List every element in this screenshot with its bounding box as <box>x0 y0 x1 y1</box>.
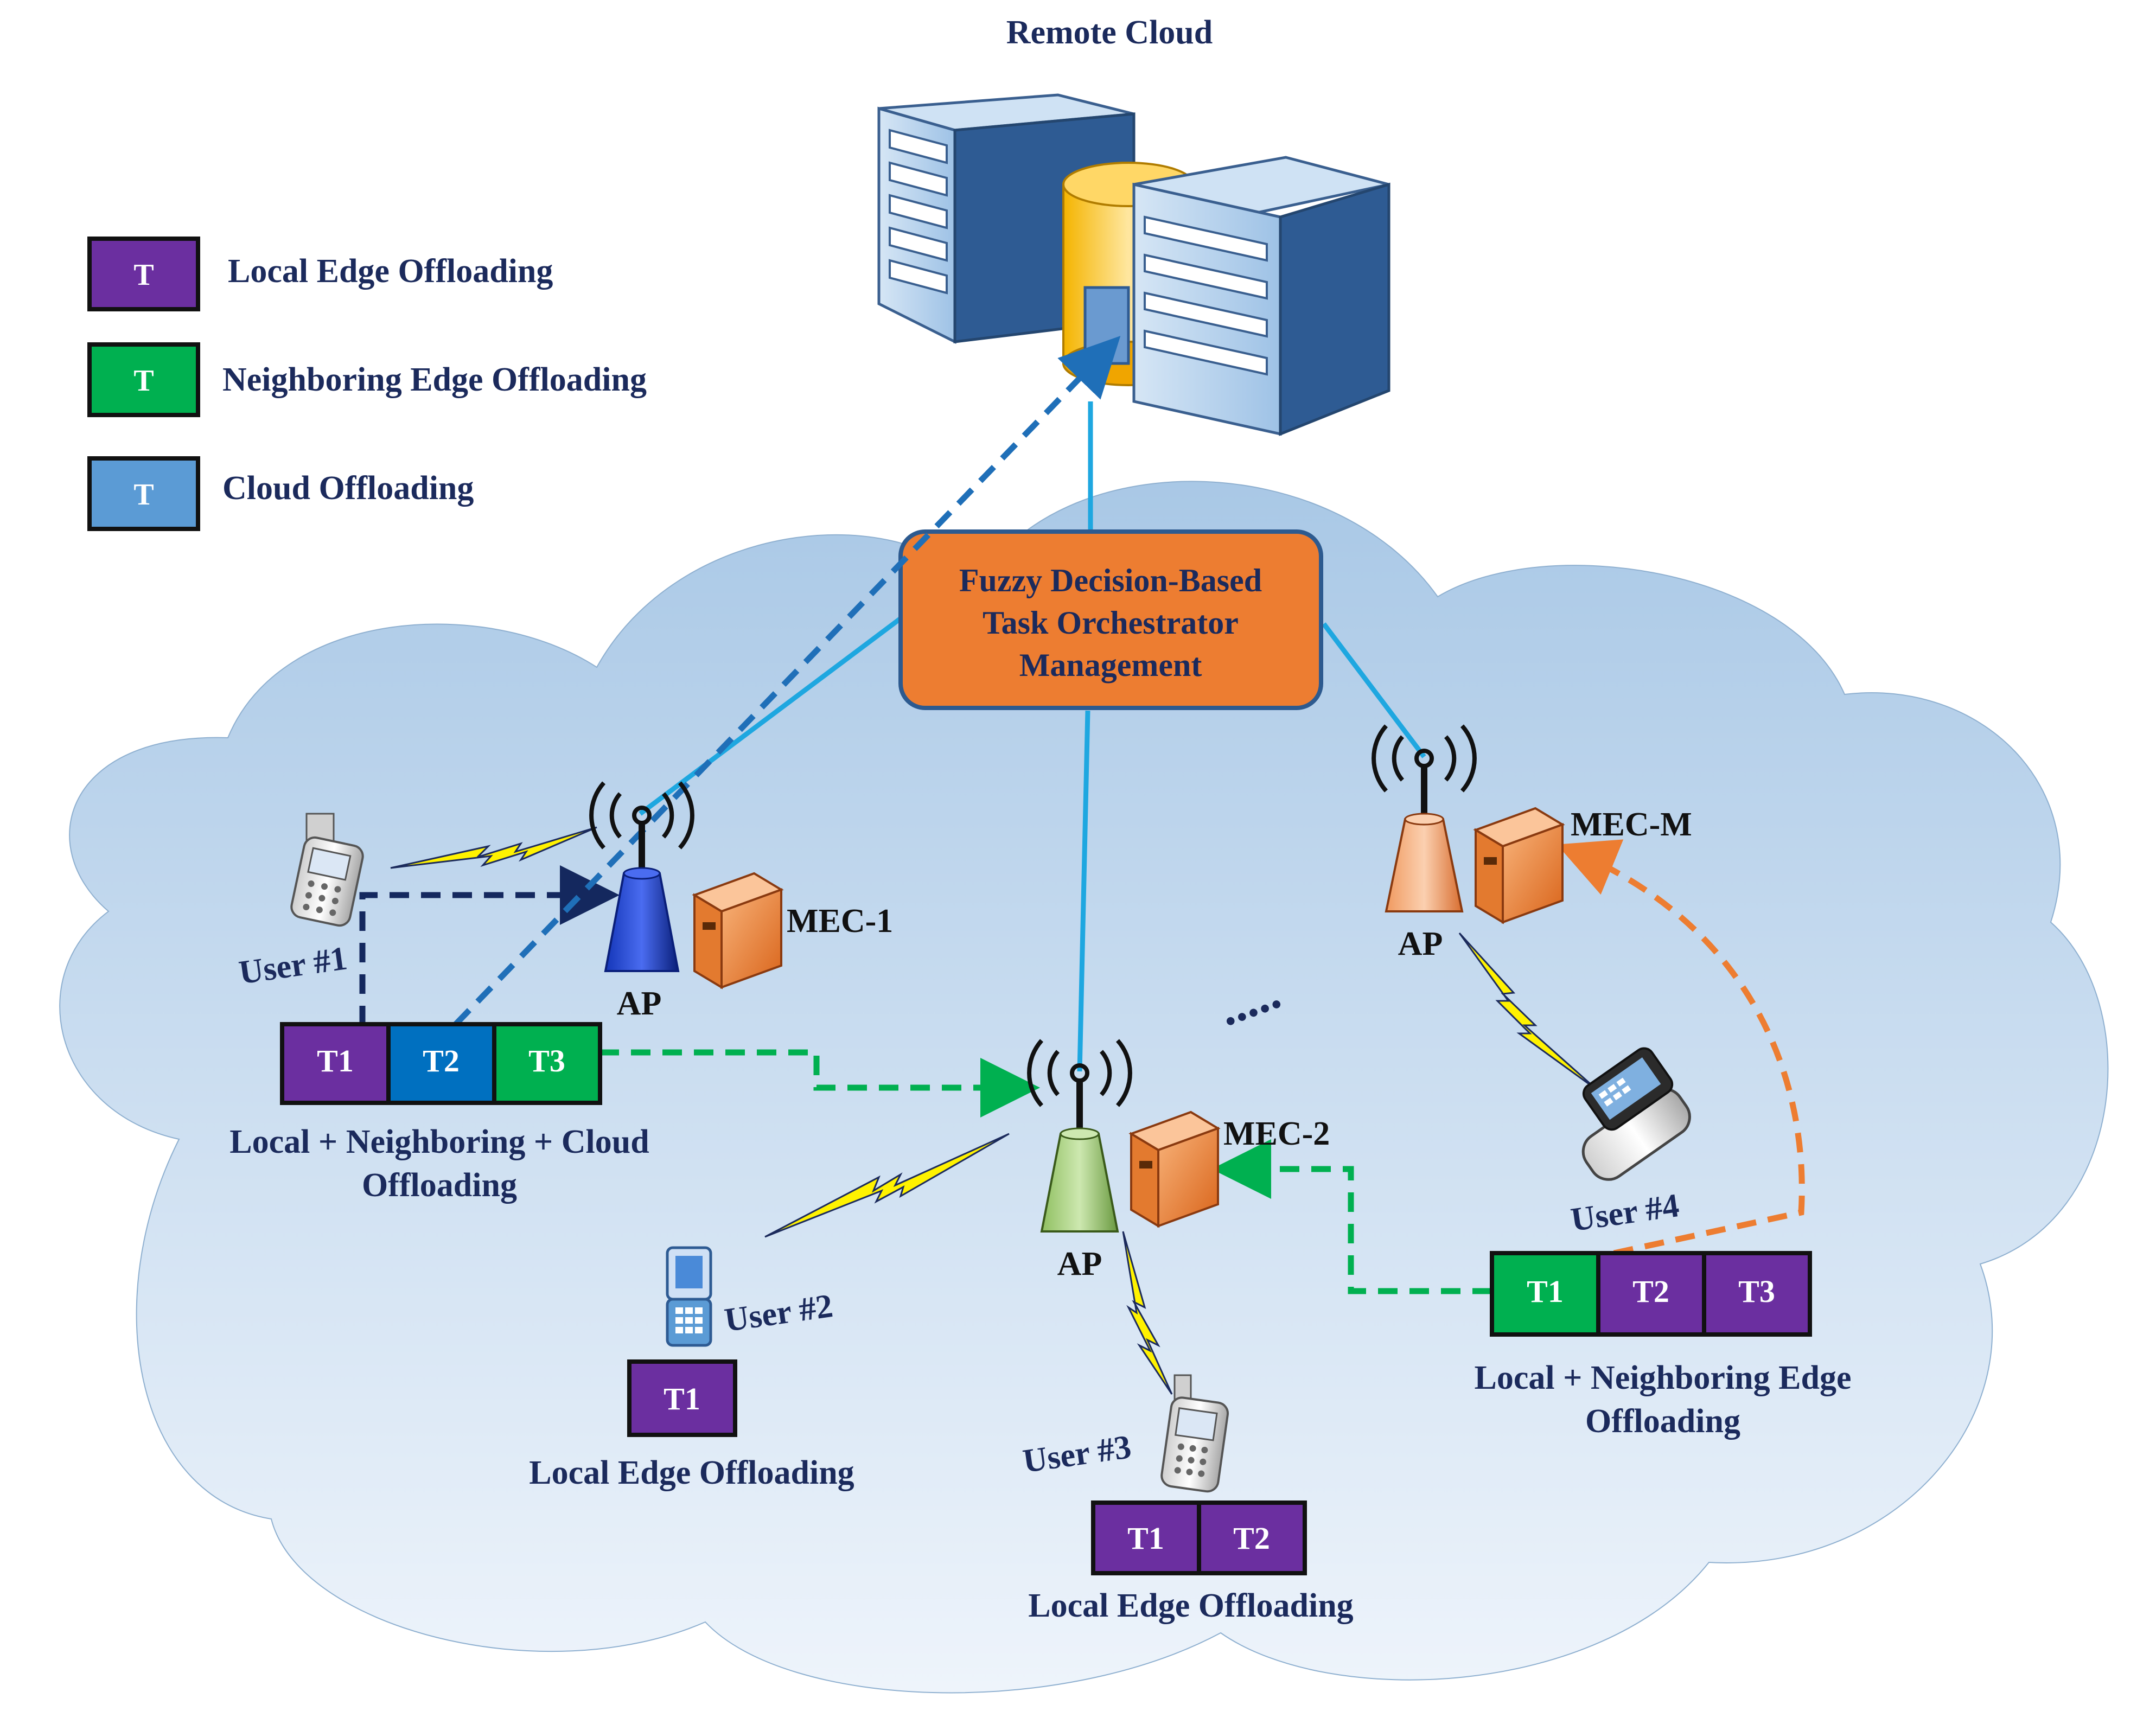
user-1-task-3 <box>492 1022 602 1105</box>
legend: T Local Edge Offloading T Neighboring Ed… <box>87 237 647 531</box>
access-point-2: AP <box>1029 1040 1130 1282</box>
orchestrator-box <box>898 529 1323 710</box>
user-1-task-3-label: T3 <box>528 1043 565 1078</box>
link-orchestrator-ap2 <box>1077 710 1090 1072</box>
orchestrator-line-2: Task Orchestrator <box>983 605 1239 641</box>
legend-item-neighbor: T Neighboring Edge Offloading <box>87 342 647 417</box>
legend-item-cloud: T Cloud Offloading <box>87 456 474 531</box>
access-point-m: AP <box>1374 726 1475 962</box>
user-4-task-3-label: T3 <box>1738 1274 1775 1309</box>
mec-server-2: MEC-2 <box>1128 1110 1330 1228</box>
user-1-phone-icon <box>290 813 364 927</box>
user-1-caption-line-2: Offloading <box>362 1167 517 1204</box>
user-2-caption: Local Edge Offloading <box>529 1454 854 1491</box>
legend-swatch-local <box>87 237 200 311</box>
legend-swatch-cloud-symbol: T <box>133 478 154 512</box>
legend-swatch-neighbor-symbol: T <box>133 364 154 398</box>
user-1-caption-line-1: Local + Neighboring + Cloud <box>229 1123 649 1160</box>
orchestrator: Fuzzy Decision-Based Task Orchestrator M… <box>898 529 1323 710</box>
user-3-phone-icon <box>1160 1374 1229 1493</box>
path-t2-to-cloud <box>454 336 1121 1026</box>
user-1-task-2-label: T2 <box>423 1043 460 1078</box>
mec-server-1: MEC-1 <box>692 872 893 989</box>
user-4-task-3 <box>1702 1251 1812 1337</box>
ap-label-1: AP <box>617 985 662 1022</box>
legend-item-local: T Local Edge Offloading <box>87 237 553 311</box>
user-2-phone-icon <box>666 1246 712 1347</box>
user-2-task-queue: T1 <box>627 1359 737 1437</box>
user-4-caption-line-1: Local + Neighboring Edge <box>1475 1359 1852 1396</box>
user-3-task-1-label: T1 <box>1127 1521 1164 1556</box>
ap-label-2: AP <box>1057 1246 1102 1282</box>
legend-swatch-cloud <box>87 456 200 531</box>
link-orchestrator-ap1 <box>639 616 902 816</box>
orchestrator-line-3: Management <box>1019 647 1202 683</box>
path-user1-to-mec1 <box>359 865 620 1025</box>
user-2-task-1-label: T1 <box>664 1381 700 1416</box>
user-2-task-1 <box>627 1359 737 1437</box>
wireless-link-ap2-user3 <box>1122 1231 1173 1395</box>
user-1-task-queue: T1 T2 T3 <box>280 1022 602 1105</box>
user-1-task-1-label: T1 <box>317 1043 354 1078</box>
user-4-task-2-label: T2 <box>1632 1274 1669 1309</box>
legend-label-cloud: Cloud Offloading <box>222 470 474 507</box>
legend-swatch-local-symbol: T <box>133 258 154 292</box>
wireless-link-user1-ap1 <box>390 826 597 869</box>
user-4-task-1-label: T1 <box>1527 1274 1564 1309</box>
legend-label-local: Local Edge Offloading <box>228 253 553 290</box>
orchestrator-line-1: Fuzzy Decision-Based <box>959 563 1262 598</box>
legend-swatch-neighbor <box>87 342 200 417</box>
user-3-task-2-label: T2 <box>1233 1521 1270 1556</box>
remote-cloud-title: Remote Cloud <box>1006 14 1213 51</box>
mec-server-m: MEC-M <box>1473 806 1692 924</box>
user-3-task-queue: T1 T2 <box>1091 1500 1307 1575</box>
path-t3-to-mec2 <box>599 1049 1040 1118</box>
backbone-links <box>639 401 1426 1072</box>
user-3-caption: Local Edge Offloading <box>1028 1587 1353 1624</box>
mec-label-m: MEC-M <box>1571 806 1692 843</box>
mec-label-2: MEC-2 <box>1223 1115 1330 1152</box>
link-orchestrator-apm <box>1322 622 1426 758</box>
offloading-paths <box>359 336 1805 1294</box>
cloud-background <box>59 481 2109 1694</box>
path-user4-t1-to-mec2 <box>1211 1139 1492 1294</box>
user-4-caption-line-2: Offloading <box>1585 1403 1740 1440</box>
access-point-1: AP <box>591 783 692 1022</box>
user-3-task-2 <box>1197 1500 1307 1575</box>
remote-cloud-servers <box>877 93 1390 436</box>
user-4-task-2 <box>1596 1251 1706 1337</box>
ap-label-m: AP <box>1398 925 1443 962</box>
wireless-links <box>390 826 1598 1395</box>
user-4-task-queue: T1 T2 T3 <box>1490 1251 1812 1337</box>
path-user4-to-mecm <box>1557 839 1805 1256</box>
user-4-phone-icon <box>1581 1047 1691 1181</box>
wireless-link-user2-ap2 <box>764 1133 1010 1238</box>
legend-label-neighbor: Neighboring Edge Offloading <box>222 361 647 398</box>
mec-label-1: MEC-1 <box>787 903 893 940</box>
